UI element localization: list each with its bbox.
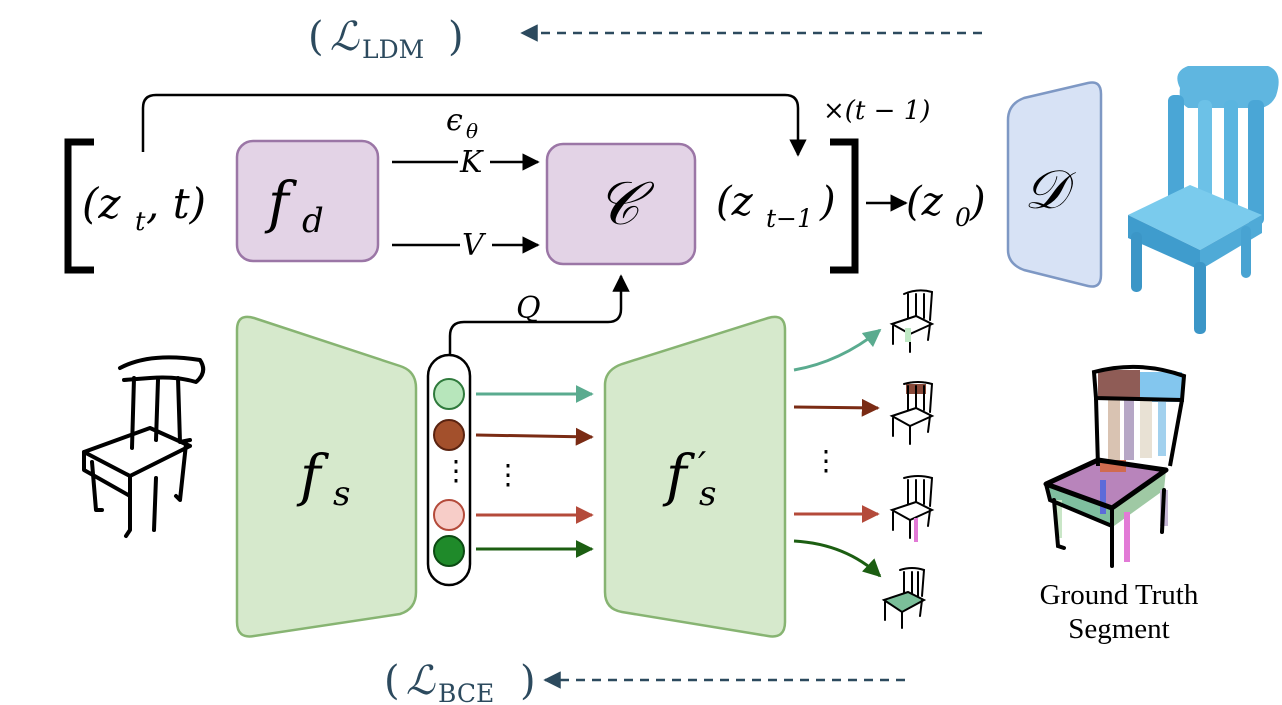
input-zt-label: (z t , t) [82, 179, 206, 237]
caption-line-2: Segment [1068, 613, 1170, 645]
fs-prime-decoder-box [603, 315, 787, 638]
bce-loss-label: ( ℒ BCE ) [384, 658, 536, 705]
prev-latent-sub: t−1 [766, 204, 813, 233]
repeat-label: ×(t − 1) [823, 96, 930, 126]
left-bracket [64, 138, 94, 274]
token-column [426, 353, 472, 587]
output-ellipsis: ⋮ [812, 444, 840, 477]
right-bracket [830, 138, 859, 274]
generated-3d-chair-image [1128, 66, 1279, 334]
prev-latent-head: (z [716, 179, 754, 225]
bce-open-paren: ( [384, 658, 400, 704]
bce-subscript: BCE [438, 679, 494, 705]
input-zt-head: (z [82, 179, 121, 228]
value-label: V [462, 228, 487, 263]
eps-theta-sub: θ [466, 119, 478, 143]
ldm-subscript: LDM [362, 35, 424, 64]
ldm-script-l: ℒ [330, 14, 360, 60]
arrow-ellipsis: ⋮ [494, 458, 522, 491]
bce-close-paren: ) [520, 658, 536, 704]
token-2-arrow [475, 427, 594, 446]
input-zt-sub: t [135, 207, 146, 237]
z0-sub: 0 [955, 203, 971, 232]
cross-attention-box [545, 142, 697, 266]
query-arrow [448, 274, 630, 355]
ldm-open-paren: ( [308, 14, 324, 60]
token-ellipsis: ⋮ [442, 454, 470, 487]
decoder-box [1006, 81, 1103, 288]
ldm-loss-label: ( ℒ LDM ) [308, 14, 464, 64]
prev-latent-label: (z t−1 ) [716, 179, 836, 233]
token-3 [433, 499, 465, 531]
fs-prime-sub: s [699, 474, 716, 514]
fs-sub: s [333, 474, 350, 514]
input-zt-tail: , t) [146, 179, 206, 228]
bce-script-l: ℒ [406, 658, 436, 704]
eps-theta-head: ϵ [446, 103, 463, 138]
output-chair-2 [889, 381, 935, 445]
ground-truth-segment-chair [1043, 364, 1187, 568]
fd-sub: d [302, 201, 324, 241]
z0-head: (z [906, 179, 944, 225]
ldm-close-paren: ) [448, 14, 464, 60]
input-sketch-chair [82, 355, 206, 538]
query-label: Q [516, 291, 541, 326]
output-chair-4 [881, 567, 927, 629]
output-chair-1 [889, 289, 935, 353]
output-1-arrow [793, 328, 882, 372]
z0-label: (z 0 ) [906, 179, 986, 232]
fs-prime-mark: ′ [698, 446, 706, 487]
token-1 [433, 378, 465, 410]
prev-latent-tail: ) [819, 179, 836, 225]
token-4 [433, 535, 465, 567]
fs-encoder-box [235, 315, 418, 638]
key-label: K [459, 145, 484, 180]
loop-arrow [141, 93, 807, 157]
output-chair-3 [889, 475, 935, 542]
caption-line-1: Ground Truth [1040, 579, 1199, 611]
output-2-arrow [793, 398, 880, 417]
output-4-arrow [793, 539, 882, 578]
fd-module-box [235, 139, 380, 263]
z0-tail: ) [969, 179, 986, 225]
token-2 [433, 419, 465, 451]
